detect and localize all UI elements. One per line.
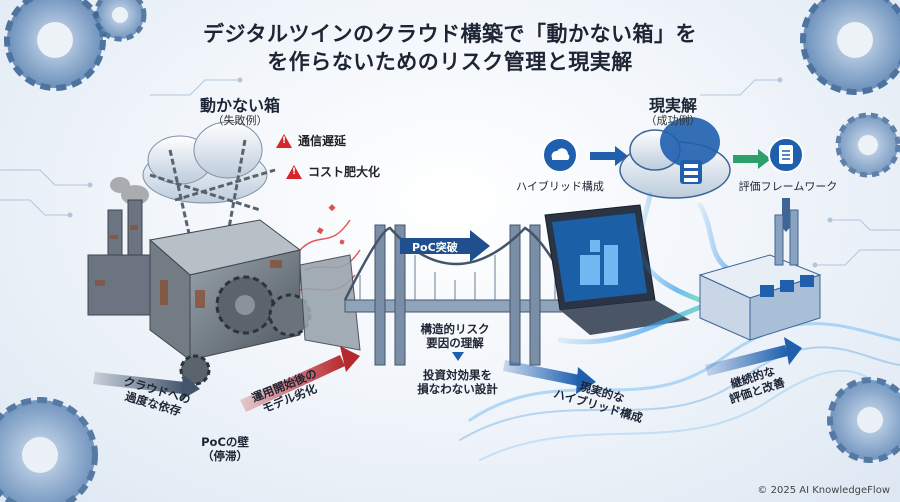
- copyright-notice: © 2025 AI KnowledgeFlow: [757, 485, 890, 496]
- poc-wall-label: PoCの壁 （停滞）: [201, 435, 249, 464]
- solution-heading: 現実解: [648, 96, 697, 115]
- solution-subheading: （成功例）: [645, 114, 701, 127]
- cloud-database-icon: [619, 117, 731, 199]
- clipboard-icon: [768, 137, 804, 173]
- factory-icon: [698, 209, 822, 341]
- evaluation-framework-label: 評価フレームワーク: [738, 180, 838, 193]
- warning-cost-label: コスト肥大化: [308, 165, 381, 179]
- warning-latency: ! 通信遅延: [276, 132, 346, 149]
- down-arrow-icon: [452, 352, 464, 361]
- page-title-line-1: デジタルツインのクラウド構築で「動かない箱」を: [202, 22, 698, 46]
- roi-design-label: 投資対効果を 損なわない設計: [417, 368, 498, 397]
- warning-icon: !: [276, 133, 292, 148]
- warning-icon: !: [286, 164, 302, 179]
- structural-risk-label: 構造的リスク 要因の理解: [420, 322, 490, 351]
- bridge-illustration: [343, 224, 577, 366]
- warning-latency-label: 通信遅延: [298, 134, 347, 148]
- failure-subheading: （失敗例）: [212, 114, 268, 127]
- hybrid-config-label: ハイブリッド構成: [516, 180, 604, 193]
- warning-cost: ! コスト肥大化: [286, 163, 380, 180]
- failure-heading: 動かない箱: [199, 96, 280, 115]
- laptop-icon: [544, 204, 690, 335]
- page-title-line-2: を作らないためのリスク管理と現実解: [267, 50, 633, 74]
- gear-icon: [4, 0, 106, 91]
- poc-breakthrough-label: PoC突破: [412, 241, 458, 254]
- hybrid-cloud-icon: [542, 137, 578, 173]
